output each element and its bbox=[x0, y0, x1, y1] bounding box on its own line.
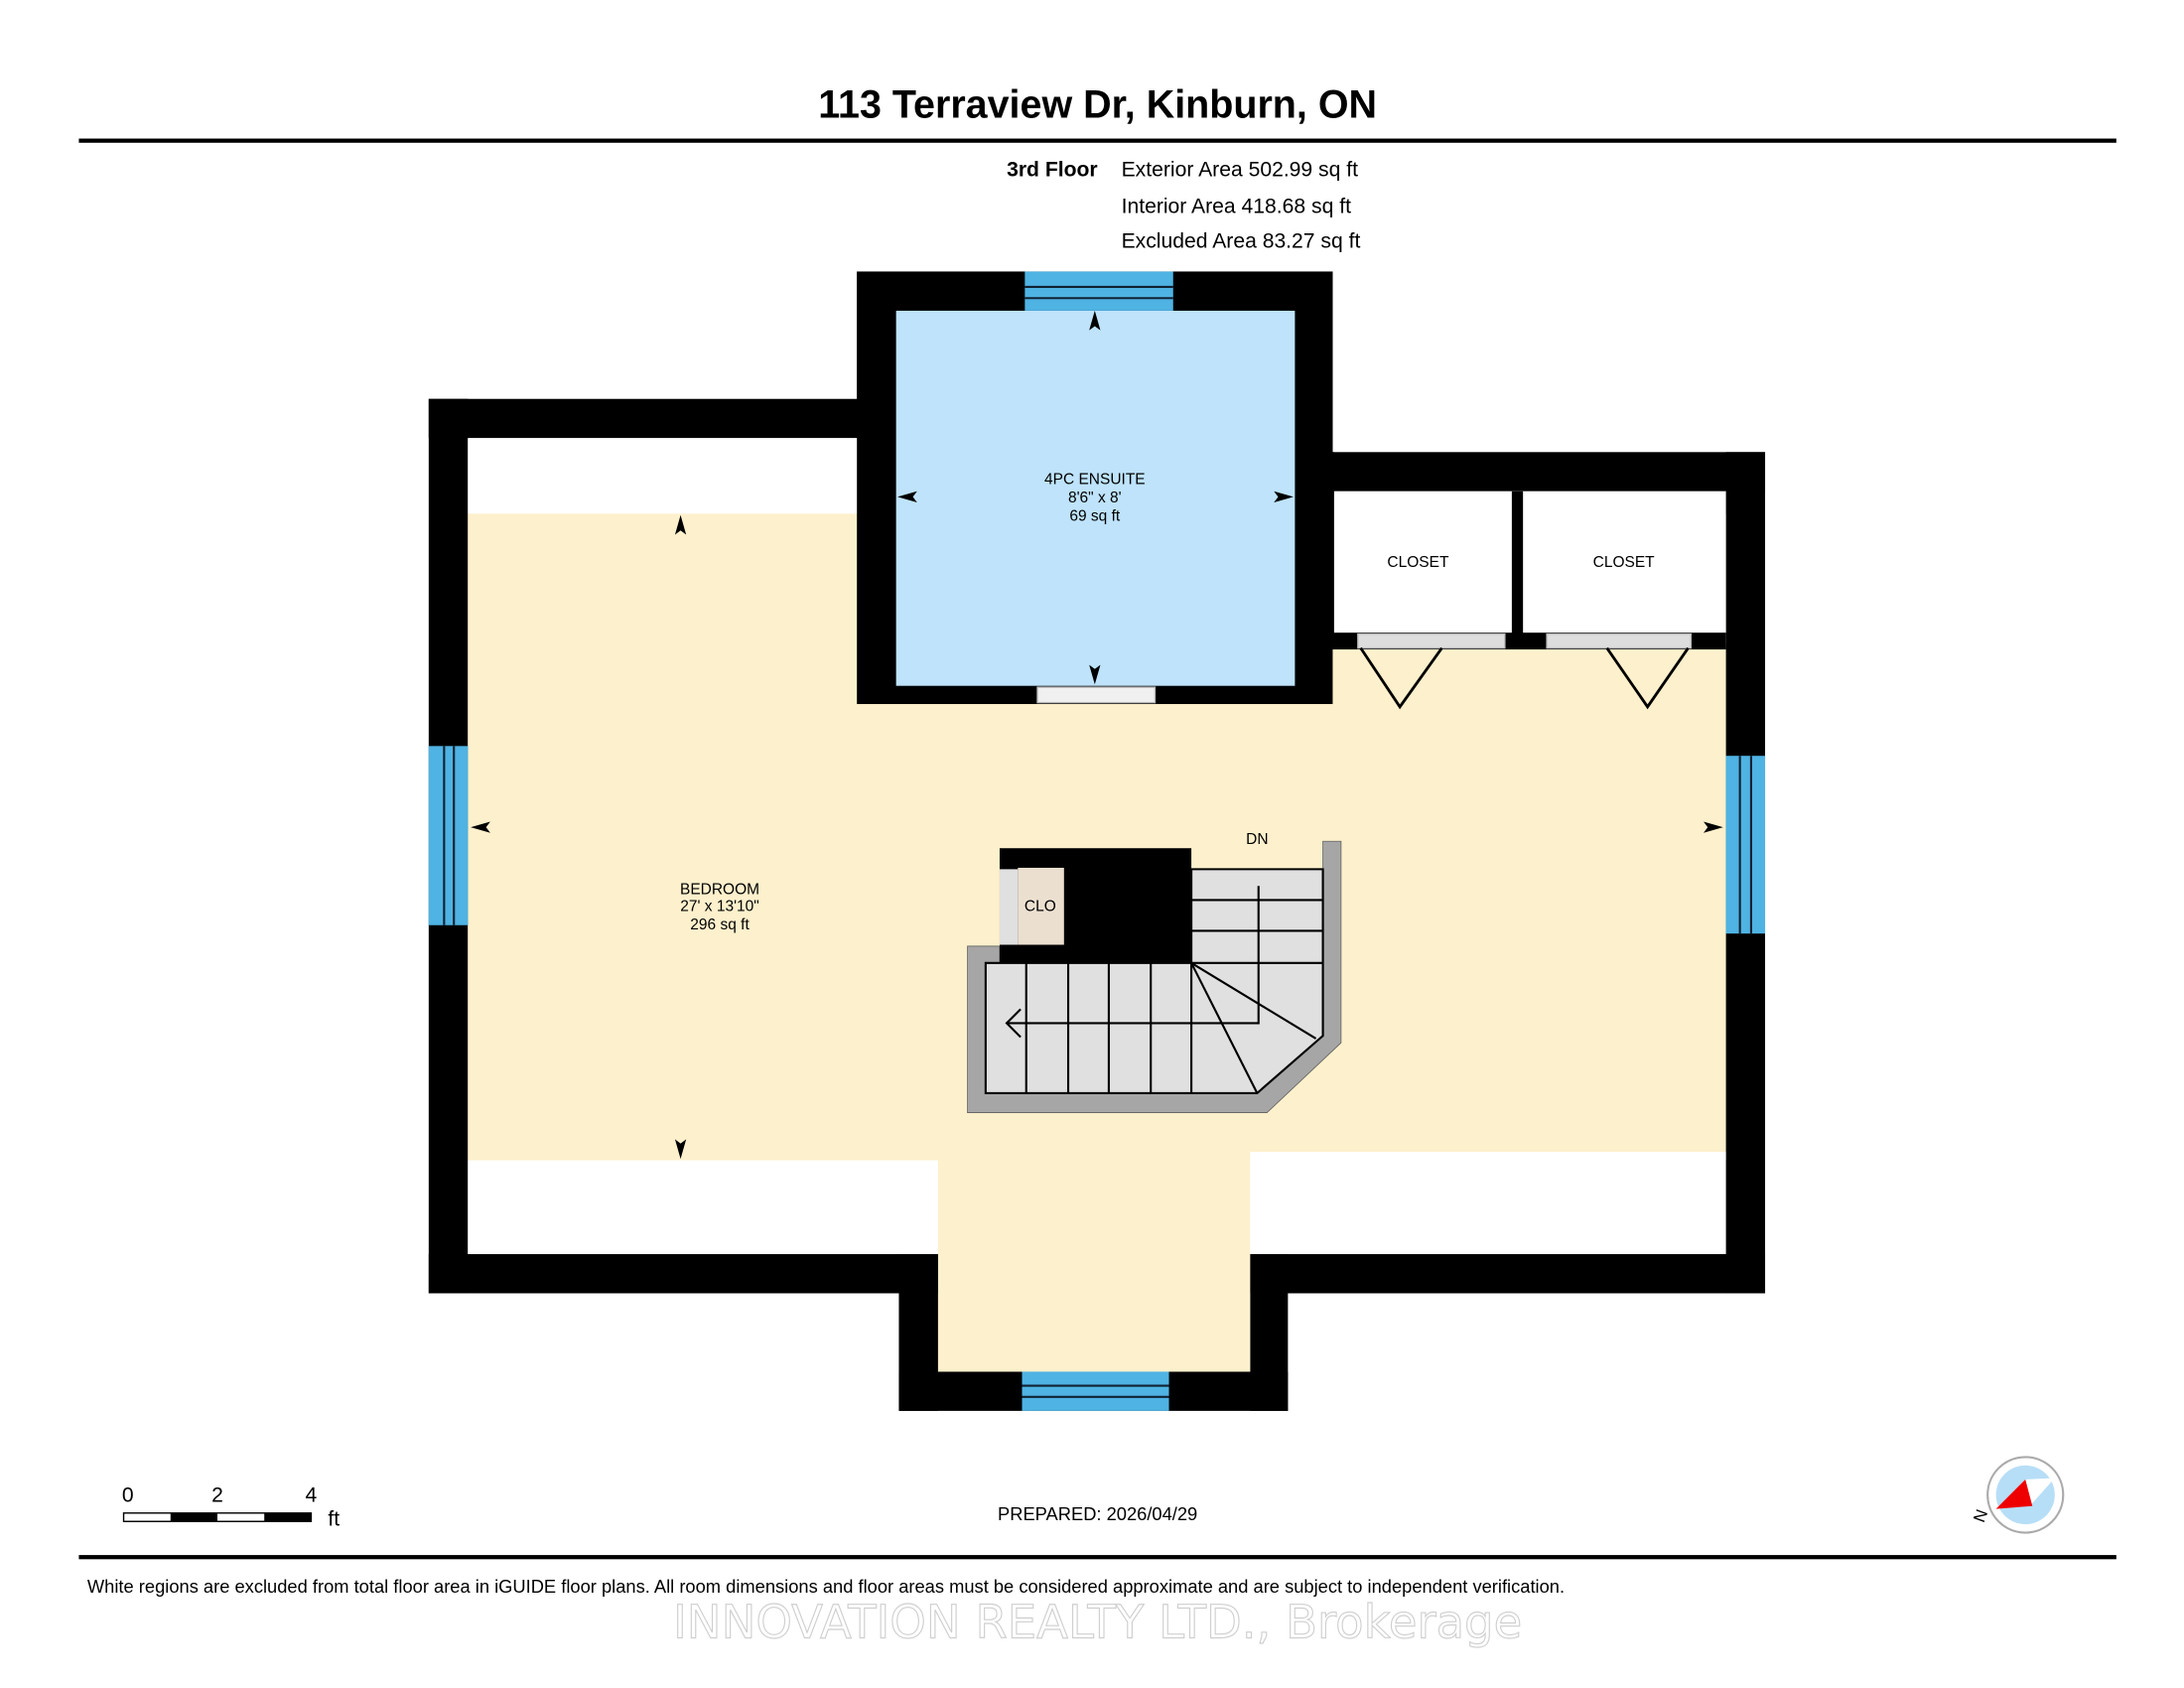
svg-text:0: 0 bbox=[122, 1484, 134, 1507]
prepared-date: PREPARED: 2026/04/29 bbox=[998, 1503, 1197, 1524]
bedroom-name: BEDROOM bbox=[680, 882, 759, 899]
interior-area: Interior Area 418.68 sq ft bbox=[1122, 195, 1351, 217]
svg-text:4: 4 bbox=[306, 1484, 318, 1507]
down-arrow-icon bbox=[1008, 886, 1260, 1025]
svg-text:N: N bbox=[1970, 1507, 1991, 1525]
bedroom-nook-floor bbox=[937, 1152, 1251, 1372]
closet-label: CLOSET bbox=[1387, 554, 1449, 571]
bedroom-area: 296 sq ft bbox=[690, 916, 750, 933]
exterior-area: Exterior Area 502.99 sq ft bbox=[1122, 159, 1359, 182]
disclaimer: White regions are excluded from total fl… bbox=[87, 1576, 1565, 1597]
ensuite-door[interactable] bbox=[1036, 686, 1157, 704]
ensuite-floor bbox=[895, 310, 1296, 686]
page-title: 113 Terraview Dr, Kinburn, ON bbox=[818, 82, 1377, 126]
excluded-region bbox=[468, 1160, 938, 1255]
closet-divider bbox=[1511, 491, 1524, 638]
floor-label: 3rd Floor bbox=[1007, 159, 1098, 182]
svg-text:2: 2 bbox=[211, 1484, 223, 1507]
header-divider bbox=[78, 138, 2116, 143]
window bbox=[1022, 1371, 1169, 1411]
footer-divider bbox=[78, 1555, 2116, 1560]
door-swing bbox=[1359, 646, 1443, 710]
closet-door[interactable] bbox=[1546, 633, 1693, 649]
window bbox=[1725, 756, 1766, 934]
wall bbox=[1322, 452, 1334, 644]
window bbox=[1024, 271, 1173, 311]
wall bbox=[1250, 1254, 1766, 1294]
excluded-area: Excluded Area 83.27 sq ft bbox=[1122, 230, 1361, 253]
excluded-region bbox=[468, 438, 872, 514]
clo-label: CLO bbox=[1024, 899, 1056, 915]
dimension-arrows bbox=[471, 310, 1723, 1160]
closet-door[interactable] bbox=[1357, 633, 1506, 649]
closets-floor bbox=[1322, 491, 1726, 644]
ensuite-dims: 8'6" x 8' bbox=[1068, 490, 1122, 506]
door-swing bbox=[1605, 646, 1690, 710]
compass-icon: N bbox=[1970, 1456, 2065, 1534]
floor-plan: 4PC ENSUITE 8'6" x 8' 69 sq ft BEDROOM 2… bbox=[428, 271, 1766, 1411]
wall bbox=[1322, 452, 1766, 492]
wall bbox=[428, 398, 872, 439]
staircase[interactable] bbox=[967, 840, 1342, 1113]
window bbox=[428, 746, 469, 925]
excluded-region bbox=[1250, 1152, 1726, 1255]
scale-bar: 0 2 4 ft bbox=[122, 1484, 340, 1531]
closet-label: CLOSET bbox=[1593, 554, 1656, 571]
ensuite-area: 69 sq ft bbox=[1069, 507, 1121, 524]
stairs-down-label: DN bbox=[1246, 831, 1268, 848]
wall bbox=[428, 1254, 938, 1294]
watermark: INNOVATION REALTY LTD., Brokerage bbox=[673, 1595, 1522, 1648]
bedroom-dims: 27' x 13'10" bbox=[680, 899, 759, 915]
ensuite-name: 4PC ENSUITE bbox=[1044, 472, 1146, 489]
svg-text:ft: ft bbox=[328, 1507, 340, 1530]
